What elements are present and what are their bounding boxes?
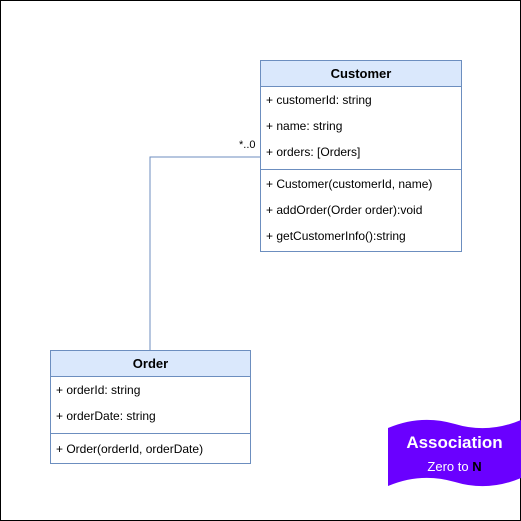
attribute-order-date: + orderDate: string bbox=[56, 409, 156, 423]
class-customer-name: Customer bbox=[261, 61, 461, 87]
class-customer-operations: + Customer(customerId, name) + addOrder(… bbox=[261, 170, 461, 248]
operation-order-constructor: + Order(orderId, orderDate) bbox=[56, 442, 204, 456]
class-order-divider bbox=[51, 433, 250, 434]
class-customer-attributes: + customerId: string + name: string + or… bbox=[261, 87, 461, 169]
badge-subtitle: Zero to N bbox=[388, 459, 521, 474]
attribute-order-id: + orderId: string bbox=[56, 383, 141, 397]
association-badge: Association Zero to N bbox=[388, 418, 521, 488]
badge-title: Association bbox=[406, 433, 503, 452]
badge-subtitle-emphasis: N bbox=[472, 459, 482, 474]
badge-subtitle-prefix: Zero to bbox=[427, 459, 473, 474]
attribute-name: + name: string bbox=[266, 119, 343, 133]
class-customer[interactable]: Customer + customerId: string + name: st… bbox=[260, 60, 462, 252]
class-order-name: Order bbox=[51, 351, 250, 377]
class-order-attributes: + orderId: string + orderDate: string bbox=[51, 377, 250, 433]
class-order-operations: + Order(orderId, orderDate) bbox=[51, 434, 250, 462]
operation-get-customer-info: + getCustomerInfo():string bbox=[266, 229, 406, 243]
operation-customer-constructor: + Customer(customerId, name) bbox=[266, 177, 433, 191]
attribute-orders: + orders: [Orders] bbox=[266, 145, 361, 159]
badge-flag-shape bbox=[388, 419, 521, 487]
class-customer-divider bbox=[261, 169, 461, 170]
class-order[interactable]: Order + orderId: string + orderDate: str… bbox=[50, 350, 251, 464]
association-multiplicity: *..0 bbox=[239, 139, 256, 151]
operation-add-order: + addOrder(Order order):void bbox=[266, 203, 423, 217]
association-line bbox=[149, 156, 260, 350]
attribute-customer-id: + customerId: string bbox=[266, 93, 372, 107]
